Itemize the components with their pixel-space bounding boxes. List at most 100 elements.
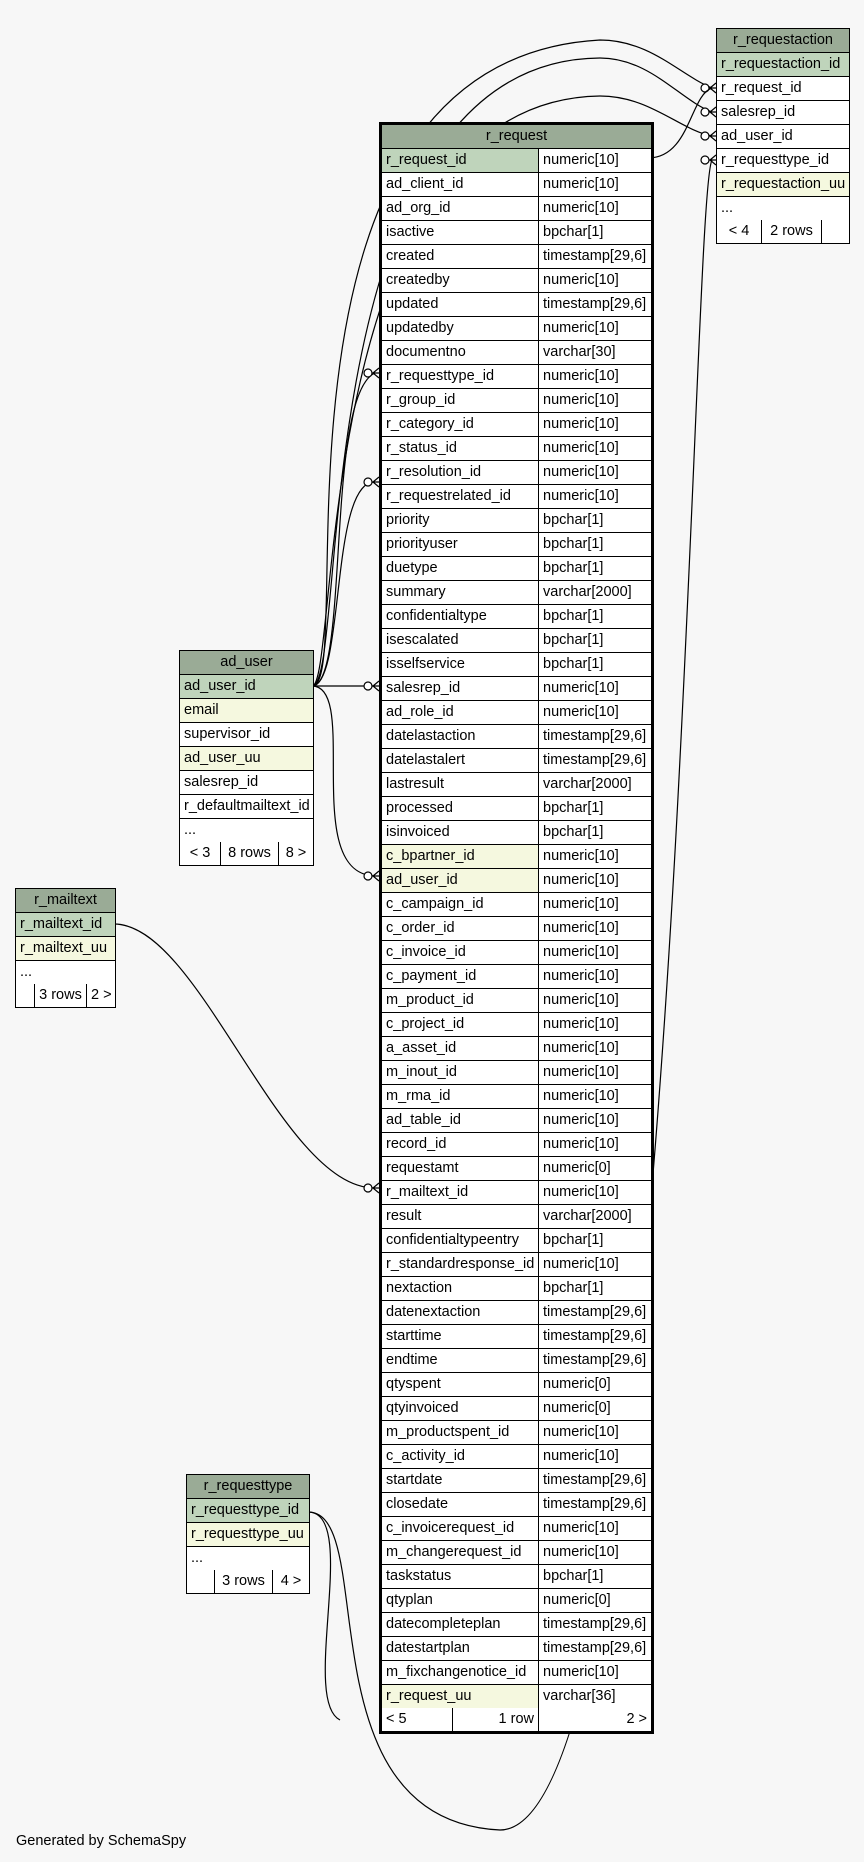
table-row[interactable]: r_requesttype_uu xyxy=(187,1523,309,1547)
table-row[interactable]: r_requesttype_id xyxy=(717,149,849,173)
table-row[interactable]: ... xyxy=(717,197,849,220)
table-row[interactable]: salesrep_id xyxy=(717,101,849,125)
table-row[interactable]: email xyxy=(180,699,313,723)
column-name: r_mailtext_id xyxy=(386,1184,469,1200)
table-row[interactable]: r_defaultmailtext_id xyxy=(180,795,313,819)
table-row[interactable]: ... xyxy=(180,819,313,842)
column-name: r_requestaction_uu xyxy=(717,173,849,196)
fk-salesrep-many-marker xyxy=(372,680,380,692)
table-row[interactable]: r_request_id xyxy=(717,77,849,101)
column-name: r_requestaction_id xyxy=(717,53,849,76)
column-type: bpchar[1] xyxy=(538,821,651,844)
table-row[interactable]: ad_user_uu xyxy=(180,747,313,771)
table-row[interactable]: r_requesttype_id xyxy=(187,1499,309,1523)
table-row[interactable]: supervisor_id xyxy=(180,723,313,747)
table-row[interactable]: ... xyxy=(187,1547,309,1570)
table-row[interactable]: salesrep_id xyxy=(180,771,313,795)
table-row[interactable]: r_mailtext_uu xyxy=(16,937,115,961)
table-row[interactable]: ... xyxy=(16,961,115,984)
table-row[interactable]: r_requestaction_uu xyxy=(717,173,849,197)
table-row[interactable]: ad_user_id xyxy=(180,675,313,699)
column-type: numeric[10] xyxy=(538,197,651,220)
column-type: numeric[10] xyxy=(538,989,651,1012)
column-type: numeric[10] xyxy=(538,485,651,508)
table-row[interactable]: ad_user_id xyxy=(717,125,849,149)
table-row[interactable]: r_requestaction_id xyxy=(717,53,849,77)
column-name: requestamt xyxy=(386,1160,459,1176)
table-row[interactable]: r_mailtext_id xyxy=(16,913,115,937)
column-name: r_defaultmailtext_id xyxy=(184,798,310,814)
